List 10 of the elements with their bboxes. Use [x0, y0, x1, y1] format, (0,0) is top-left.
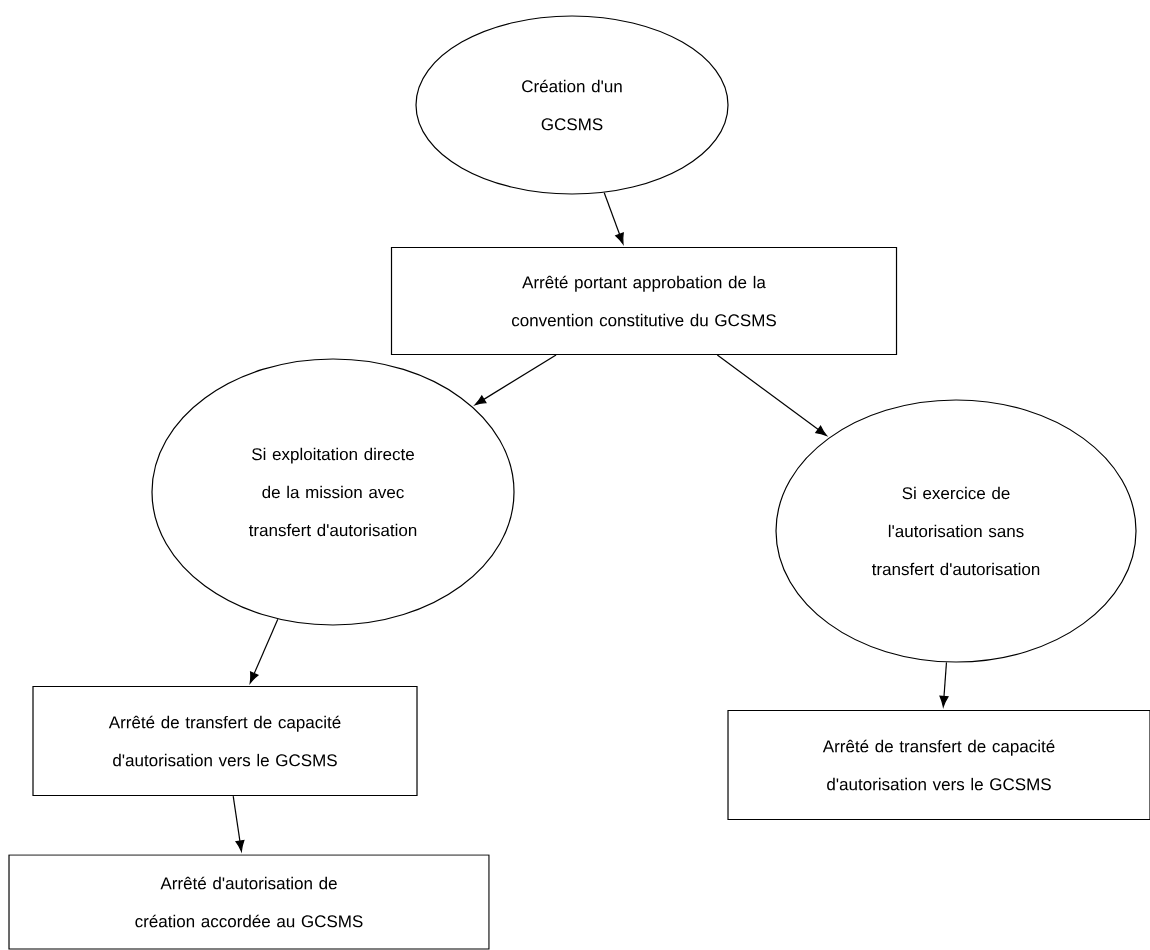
arrow [249, 618, 279, 684]
process-box: Arrêté de transfert de capacité d'autorisation vers le GCSMS [727, 709, 1150, 821]
arrow [603, 192, 624, 245]
process-box: Arrêté de transfert de capacité d'autorisation vers le GCSMS [32, 685, 418, 797]
arrow [474, 354, 557, 406]
arrow [232, 795, 245, 852]
arrow [939, 661, 949, 708]
process-box: Arrêté portant approbation de la convention constitutive du GCSMS [390, 246, 898, 356]
arrow [716, 354, 827, 436]
process-box: Arrêté d'autorisation de création accordée au GCSMS [8, 854, 490, 950]
